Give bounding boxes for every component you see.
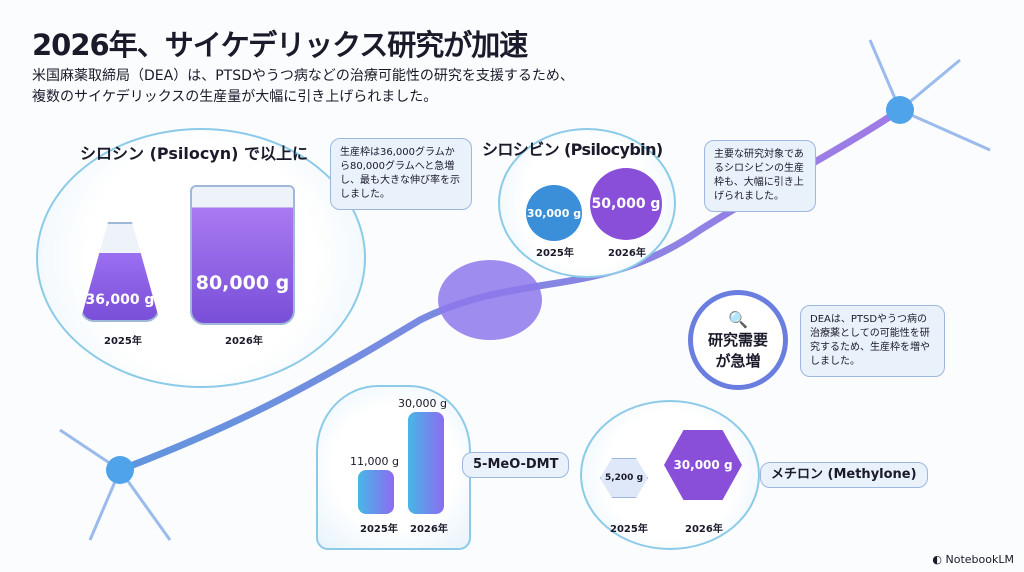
year-2026: 2026年 (608, 248, 646, 259)
psilocybin-heading: シロシビン (Psilocybin) (482, 140, 663, 159)
beaker-2026 (190, 185, 295, 325)
badge-line: 研究需要 (707, 330, 768, 349)
notebooklm-logo-icon: ◐ (932, 553, 946, 566)
psilocybin-2026-circle: 50,000 g (590, 168, 662, 240)
subtitle-line: 複数のサイケデリックスの生産量が大幅に引き上げられました。 (32, 89, 438, 105)
subtitle-line: 米国麻薬取締局（DEA）は、PTSDやうつ病などの治療可能性の研究を支援するため… (32, 68, 574, 84)
year-2025: 2025年 (360, 524, 398, 535)
subtitle: 米国麻薬取締局（DEA）は、PTSDやうつ病などの治療可能性の研究を支援するため… (32, 66, 732, 108)
psilocyn-2026-value: 80,000 g (195, 272, 290, 294)
watermark-text: NotebookLM (945, 553, 1014, 566)
methylone-heading: メチロン (Methylone) (760, 462, 928, 488)
psilocybin-2025-circle: 30,000 g (526, 185, 582, 241)
meo-2026-value: 30,000 g (398, 397, 447, 410)
year-2025: 2025年 (610, 524, 648, 535)
brain-icon (438, 260, 542, 340)
year-2025: 2025年 (536, 248, 574, 259)
meo-2025-bar (358, 470, 394, 514)
magnifier-icon: 🔍 (728, 309, 748, 329)
badge-line: が急増 (715, 351, 761, 370)
year-2026: 2026年 (225, 336, 263, 347)
meo-2026-bar (408, 412, 444, 514)
psilocyn-2025-value: 36,000 g (85, 292, 155, 308)
year-2026: 2026年 (410, 524, 448, 535)
page-title: 2026年、サイケデリックス研究が加速 (32, 28, 528, 62)
year-2025: 2025年 (104, 336, 142, 347)
psilocybin-callout: 主要な研究対象であるシロシビンの生産枠も、大幅に引き上げられました。 (704, 140, 816, 212)
demand-callout: DEAは、PTSDやうつ病の治療薬としての可能性を研究するため、生産枠を増やしま… (800, 305, 945, 377)
watermark: ◐ NotebookLM (932, 553, 1014, 566)
meo-2025-value: 11,000 g (350, 455, 399, 468)
research-demand-badge: 🔍 研究需要 が急増 (688, 290, 788, 390)
year-2026: 2026年 (685, 524, 723, 535)
meo-heading: 5-MeO-DMT (462, 452, 570, 478)
psilocyn-callout: 生産枠は36,000グラムから80,000グラムへと急増し、最も大きな伸び率を示… (330, 138, 472, 210)
psilocyn-heading: シロシン (Psilocyn) で以上に (80, 144, 309, 163)
